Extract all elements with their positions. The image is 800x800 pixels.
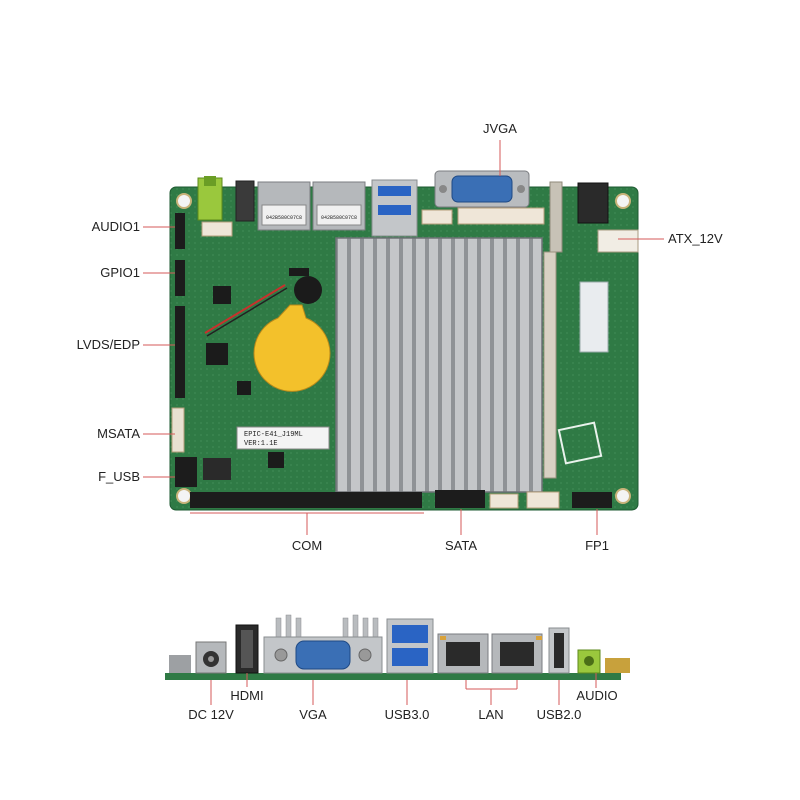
side-pins [605,658,630,673]
jvga-label: JVGA [483,121,517,136]
audio-label: AUDIO [576,688,617,703]
board-sticker [579,281,609,353]
msata-slot [171,407,185,453]
com-header [190,492,422,508]
chip [206,343,228,365]
header-small [421,209,453,225]
labels-side: DC 12V HDMI VGA USB3.0 LAN USB2.0 AUDIO [188,688,617,722]
labels-top: JVGA AUDIO1 GPIO1 LVDS/EDP MSATA F_USB A… [77,121,723,553]
chip [213,286,231,304]
lvds-edp-header [175,306,185,398]
usb3-label: USB3.0 [385,707,430,722]
usb3-slot [378,205,411,215]
audio-jack-cap [204,176,216,186]
side-view [165,614,630,680]
side-post [549,181,563,253]
usb2-port [235,180,255,222]
header-small [526,491,560,509]
lan-port-1: 042B580C07C8 [257,181,311,231]
dc-12v-label: DC 12V [188,707,234,722]
cmos-battery [204,284,331,392]
fp1-label: FP1 [585,538,609,553]
side-lan-2 [491,633,543,674]
audio1-label: AUDIO1 [92,219,140,234]
atx-12v-connector [597,229,639,253]
top-view: 042B580C07C8 042B580C07C8 [169,170,639,511]
f-usb-label: F_USB [98,469,140,484]
lan-port-2: 042B580C07C8 [312,181,366,231]
lvds-edp-label: LVDS/EDP [77,337,140,352]
lan-label: LAN [478,707,503,722]
mounting-hole [615,488,631,504]
chip [289,268,309,276]
chip [237,381,251,395]
atx-12v-label: ATX_12V [668,231,723,246]
side-lan-1 [437,633,489,674]
leader-lines-top [143,140,664,535]
side-vga [263,636,383,674]
header-small [489,493,519,509]
lan-port-1-label: 042B580C07C8 [266,215,302,221]
jvga-header [457,207,545,225]
audio1-connector [201,221,233,237]
lan-port-2-label: 042B580C07C8 [321,215,357,221]
dip-switch [203,458,231,480]
sata-label: SATA [445,538,477,553]
version-line-1: EPIC-E41_J19ML [244,431,303,439]
vga-label: VGA [299,707,327,722]
heatsink [335,237,543,493]
audio1-header [175,213,185,249]
dc-jack [577,182,609,224]
manufacturer-logo [557,421,603,465]
side-usb3 [386,618,434,674]
vga-connector [434,170,530,208]
hdmi-label: HDMI [230,688,263,703]
sata-connector [435,490,485,508]
leader-lines-side [210,673,597,705]
mounting-hole [176,488,192,504]
version-line-2: VER:1.1E [244,440,278,448]
buzzer [294,276,322,304]
chip [268,452,284,468]
side-base [169,655,191,673]
side-dc-jack [195,641,227,674]
mounting-hole [176,193,192,209]
usb2-label: USB2.0 [537,707,582,722]
fp1-header [572,492,612,508]
side-pcb-edge [165,673,621,680]
com-label: COM [292,538,322,553]
mounting-hole [615,193,631,209]
gpio1-header [175,260,185,296]
gpio1-label: GPIO1 [100,265,140,280]
usb3-slot [378,186,411,196]
f-usb-switch [175,457,197,487]
msata-label: MSATA [97,426,140,441]
version-sticker: EPIC-E41_J19ML VER:1.1E [236,426,330,450]
so-dimm-slot [543,251,557,479]
